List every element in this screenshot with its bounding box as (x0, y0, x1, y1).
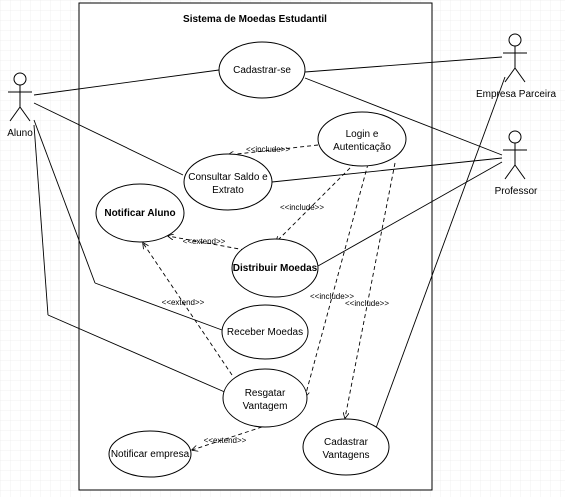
uc-text-cadastrar-vant-2: Vantagens (322, 450, 369, 461)
include-login-cadastrar-vant (345, 162, 396, 418)
extend-distribuir-notificar (168, 236, 246, 251)
assoc-aluno-resgatar (33, 124, 49, 316)
uc-text-consultar-2: Extrato (212, 185, 244, 196)
assoc-empresa-cadastrar-vant (375, 76, 506, 429)
uc-text-login-2: Autenticação (333, 142, 391, 153)
use-case-cadastrar-vantagens-shape (302, 418, 390, 476)
use-case-cadastrar-vantagens[interactable] (302, 418, 390, 476)
uc-text-cadastrar: Cadastrar-se (233, 65, 291, 76)
use-case-notificar-aluno-shape (95, 183, 185, 243)
assoc-aluno-receber (33, 119, 96, 284)
assoc-aluno-resgatar-2 (47, 314, 228, 394)
actor-empresa[interactable] (503, 33, 527, 83)
uc-text-resgatar-2: Vantagem (243, 401, 288, 412)
extend-resgatar-notificar-empresa (192, 426, 263, 450)
actor-empresa-label: Empresa Parceira (476, 89, 556, 100)
label-extend-dist: <<extend>> (183, 237, 226, 246)
use-case-distribuir-shape (231, 238, 319, 298)
include-login-consultar (228, 144, 319, 155)
use-case-notificar-aluno[interactable] (95, 183, 185, 243)
use-case-consultar-shape (183, 153, 273, 211)
use-case-cadastrar[interactable] (218, 41, 306, 99)
actor-aluno-leg-l (9, 106, 21, 122)
use-case-receber[interactable] (221, 304, 309, 360)
label-include-consultar: <<include>> (246, 145, 290, 154)
extend-resgatar-notificar (143, 243, 233, 376)
actor-professor-leg-l (504, 164, 516, 180)
use-case-login[interactable] (317, 111, 407, 167)
actor-aluno[interactable] (8, 72, 32, 122)
dependencies (143, 144, 396, 450)
use-cases (95, 41, 407, 478)
label-extend-resg: <<extend>> (162, 298, 205, 307)
use-case-resgatar[interactable] (222, 368, 308, 428)
use-case-notificar-empresa-shape (108, 430, 192, 478)
actor-empresa-leg-l (504, 67, 516, 83)
assoc-aluno-receber-2 (94, 282, 223, 331)
uc-text-resgatar-1: Resgatar (245, 388, 286, 399)
use-case-distribuir[interactable] (231, 238, 319, 298)
actor-aluno-head (13, 72, 27, 86)
uc-text-cadastrar-vant-1: Cadastrar (324, 437, 369, 448)
assoc-aluno-cadastrar (33, 69, 220, 96)
uc-text-login-1: Login e (346, 129, 379, 140)
uc-text-consultar-1: Consultar Saldo e (188, 172, 268, 183)
uc-text-receber: Receber Moedas (227, 327, 303, 338)
associations (33, 56, 506, 429)
label-include-resgatar: <<include>> (310, 292, 354, 301)
assoc-professor-cadastrar (304, 77, 503, 156)
use-case-texts: Cadastrar-se Login e Autenticação Consul… (104, 65, 391, 461)
include-login-resgatar (305, 163, 369, 397)
assoc-professor-distribuir (317, 161, 503, 267)
label-extend-empresa: <<extend>> (204, 436, 247, 445)
actor-professor-leg-r (514, 164, 526, 180)
use-case-receber-shape (221, 304, 309, 360)
uc-text-notificar-aluno: Notificar Aluno (104, 208, 175, 219)
actor-empresa-head (508, 33, 522, 47)
assoc-empresa-cadastrar (304, 56, 503, 73)
actor-empresa-leg-r (514, 67, 526, 83)
use-case-login-shape (317, 111, 407, 167)
actor-aluno-leg-r (19, 106, 31, 122)
actor-professor[interactable] (503, 130, 527, 180)
actor-aluno-label: Aluno (7, 128, 33, 139)
uc-text-distribuir: Distribuir Moedas (233, 263, 318, 274)
assoc-aluno-consultar (33, 102, 184, 176)
use-case-resgatar-shape (222, 368, 308, 428)
actor-professor-head (508, 130, 522, 144)
label-include-cadastrar-vant: <<include>> (345, 299, 389, 308)
relation-labels: <<include>> <<include>> <<include>> <<in… (162, 145, 390, 445)
actor-professor-label: Professor (495, 186, 538, 197)
assoc-professor-consultar (271, 157, 503, 183)
use-case-notificar-empresa[interactable] (108, 430, 192, 478)
system-title: Sistema de Moedas Estudantil (183, 14, 327, 25)
use-case-cadastrar-shape (218, 41, 306, 99)
label-include-distribuir: <<include>> (280, 203, 324, 212)
uc-text-notificar-empresa: Notificar empresa (111, 449, 190, 460)
use-case-consultar[interactable] (183, 153, 273, 211)
include-login-distribuir (276, 162, 356, 242)
